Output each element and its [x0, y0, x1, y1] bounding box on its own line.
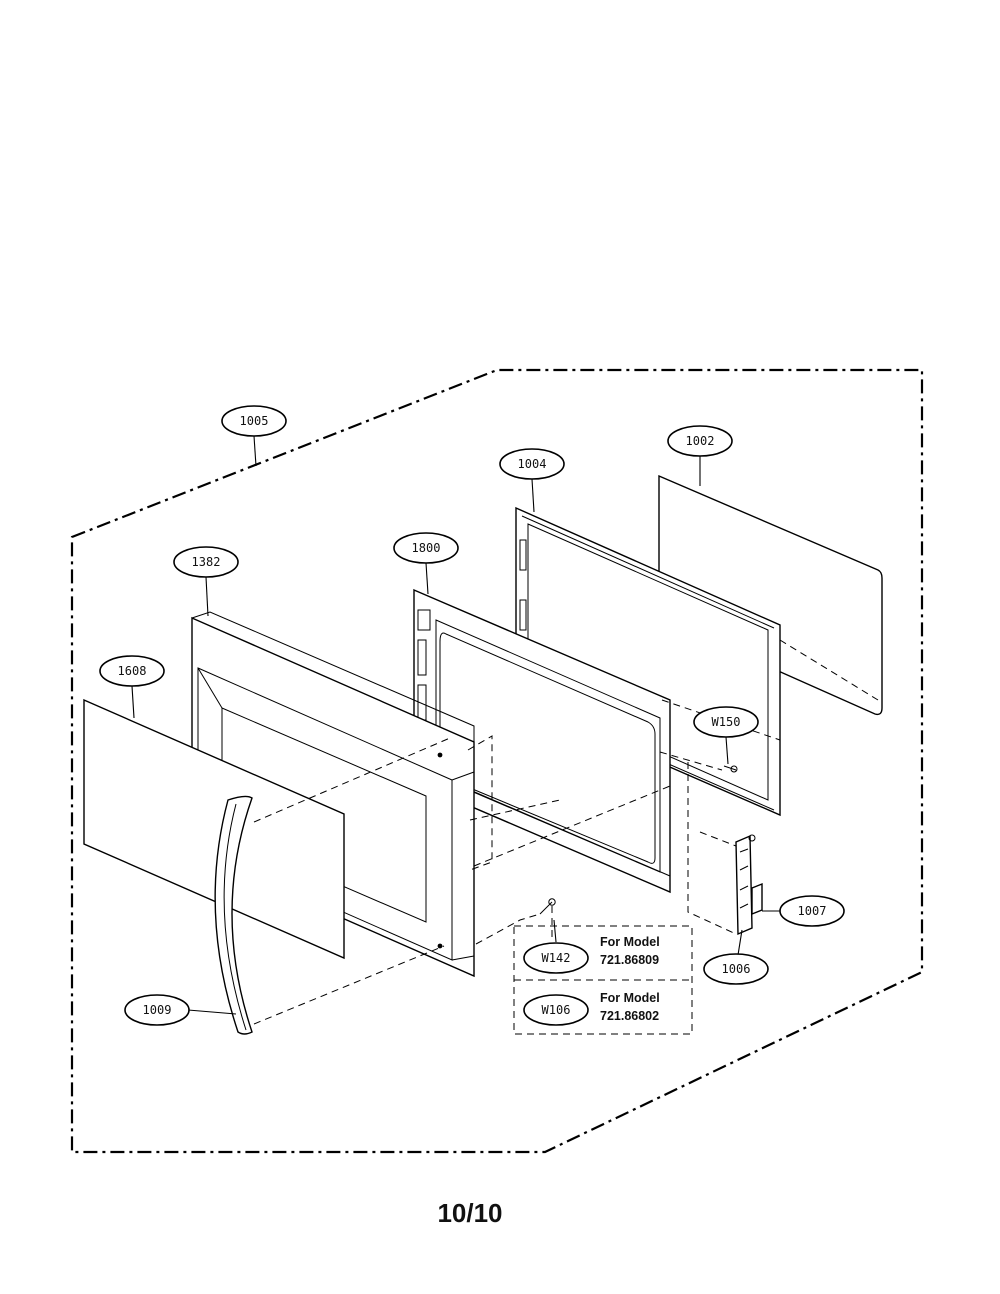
- svg-text:1002: 1002: [686, 434, 715, 448]
- svg-text:1006: 1006: [722, 962, 751, 976]
- svg-text:1009: 1009: [143, 1003, 172, 1017]
- screw-w142: [539, 898, 556, 915]
- svg-text:1382: 1382: [192, 555, 221, 569]
- callout-w150: W150: [693, 706, 759, 765]
- svg-text:1004: 1004: [518, 457, 547, 471]
- callout-1009: 1009: [124, 994, 237, 1026]
- callout-1382: 1382: [173, 546, 239, 617]
- callout-1800: 1800: [393, 532, 459, 595]
- part-1608-panel: [83, 698, 345, 960]
- svg-text:For Model: For Model: [600, 935, 660, 949]
- callout-1004: 1004: [499, 448, 565, 513]
- part-1006-1007-hinge: [735, 834, 763, 936]
- svg-text:1005: 1005: [240, 414, 269, 428]
- page-number: 10/10: [437, 1198, 503, 1228]
- model-note-boxes: [513, 925, 693, 1035]
- callout-1007: 1007: [762, 895, 845, 927]
- part-1800-door-frame: [413, 588, 671, 894]
- svg-text:W142: W142: [542, 951, 571, 965]
- callout-1002: 1002: [667, 425, 733, 486]
- callout-1005: 1005: [221, 405, 287, 467]
- callout-1006: 1006: [703, 929, 769, 985]
- svg-text:721.86809: 721.86809: [600, 953, 659, 967]
- callout-1608: 1608: [99, 655, 165, 719]
- svg-text:W106: W106: [542, 1003, 571, 1017]
- svg-text:1608: 1608: [118, 664, 147, 678]
- svg-text:W150: W150: [712, 715, 741, 729]
- note-w142: W142 For Model 721.86809: [523, 919, 660, 974]
- note-w106: W106 For Model 721.86802: [523, 991, 660, 1026]
- part-1009-handle: [214, 795, 253, 1035]
- part-1382-front-frame: [191, 611, 475, 978]
- svg-text:1007: 1007: [798, 904, 827, 918]
- screw-w150: [723, 765, 738, 773]
- svg-text:1800: 1800: [412, 541, 441, 555]
- svg-text:721.86802: 721.86802: [600, 1009, 659, 1023]
- svg-text:For Model: For Model: [600, 991, 660, 1005]
- part-1002-panel: [658, 474, 883, 716]
